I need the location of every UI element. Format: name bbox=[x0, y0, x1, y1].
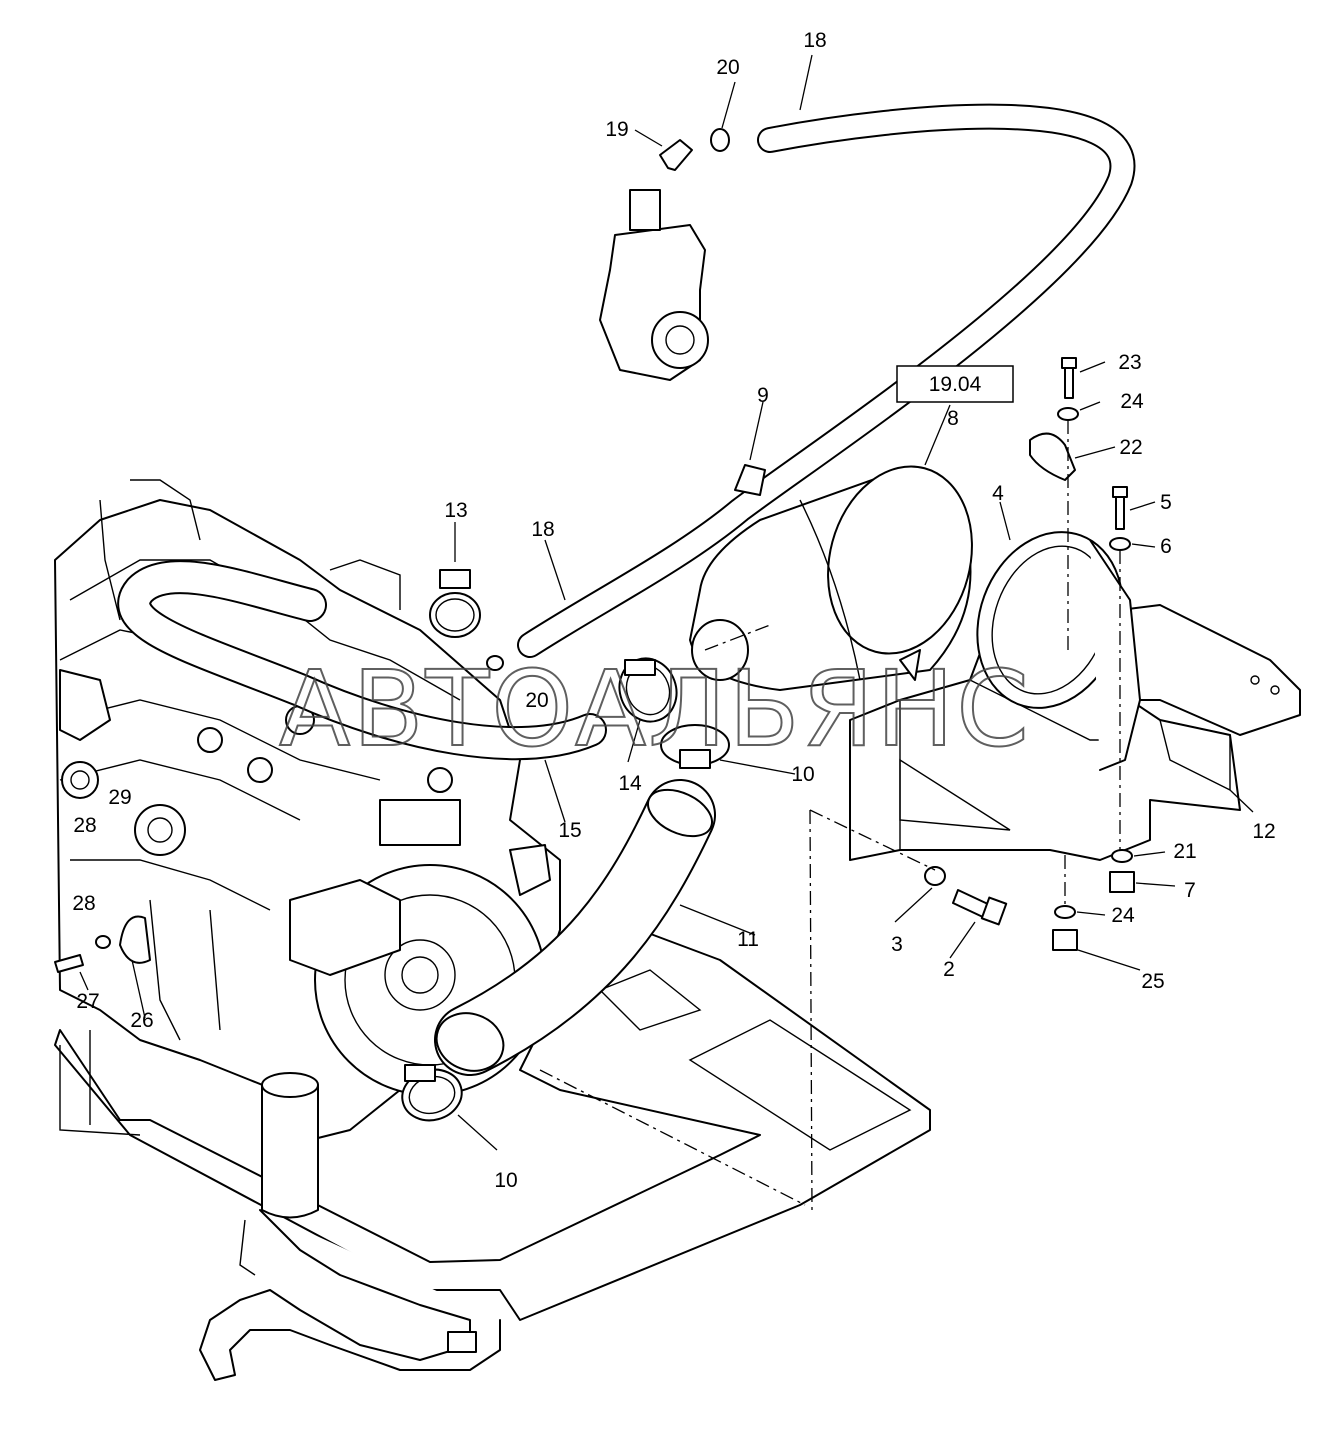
callout-18: 18 bbox=[803, 29, 826, 52]
callout-24: 24 bbox=[1120, 390, 1144, 413]
callout-10: 10 bbox=[791, 763, 814, 786]
hose-clamps bbox=[401, 128, 766, 1122]
callout-8: 8 bbox=[947, 407, 959, 430]
callout-29: 29 bbox=[108, 786, 131, 809]
callout-9: 9 bbox=[757, 384, 769, 407]
air-compressor bbox=[599, 139, 709, 381]
callout-20b: 20 bbox=[525, 689, 548, 712]
callout-20: 20 bbox=[716, 56, 739, 79]
callout-11: 11 bbox=[737, 928, 759, 951]
callout-12: 12 bbox=[1252, 820, 1275, 843]
callout-2: 2 bbox=[943, 958, 955, 981]
callout-19: 19 bbox=[605, 118, 628, 141]
watermark: АВТОАЛЬЯНС bbox=[279, 648, 1031, 770]
callout-28b: 28 bbox=[72, 892, 95, 915]
callout-13: 13 bbox=[444, 499, 467, 522]
fasteners bbox=[54, 357, 1135, 973]
air-cleaner-band bbox=[976, 531, 1141, 771]
hoses bbox=[117, 103, 1136, 1076]
callout-3: 3 bbox=[891, 933, 903, 956]
callout-6: 6 bbox=[1160, 535, 1172, 558]
callout-26: 26 bbox=[130, 1009, 153, 1032]
callout-4: 4 bbox=[992, 482, 1004, 505]
reference-box: 19.04 bbox=[896, 365, 1014, 403]
callout-15: 15 bbox=[558, 819, 581, 842]
callout-21: 21 bbox=[1173, 840, 1196, 863]
reference-label: 19.04 bbox=[929, 373, 982, 396]
callout-28: 28 bbox=[73, 814, 96, 837]
air-cleaner bbox=[689, 465, 973, 691]
callout-22: 22 bbox=[1119, 436, 1142, 459]
callout-25: 25 bbox=[1141, 970, 1164, 993]
callout-24b: 24 bbox=[1111, 904, 1135, 927]
callout-27: 27 bbox=[76, 990, 99, 1013]
callout-14: 14 bbox=[618, 772, 642, 795]
callout-23: 23 bbox=[1118, 351, 1141, 374]
callout-5: 5 bbox=[1160, 491, 1172, 514]
callout-18b: 18 bbox=[531, 518, 554, 541]
callout-10b: 10 bbox=[494, 1169, 517, 1192]
callout-7: 7 bbox=[1184, 879, 1196, 902]
callout-labels: 18 20 19 23 24 8 9 22 13 4 5 18 6 20 14 … bbox=[72, 29, 1275, 1192]
leader-lines bbox=[79, 54, 1254, 1211]
